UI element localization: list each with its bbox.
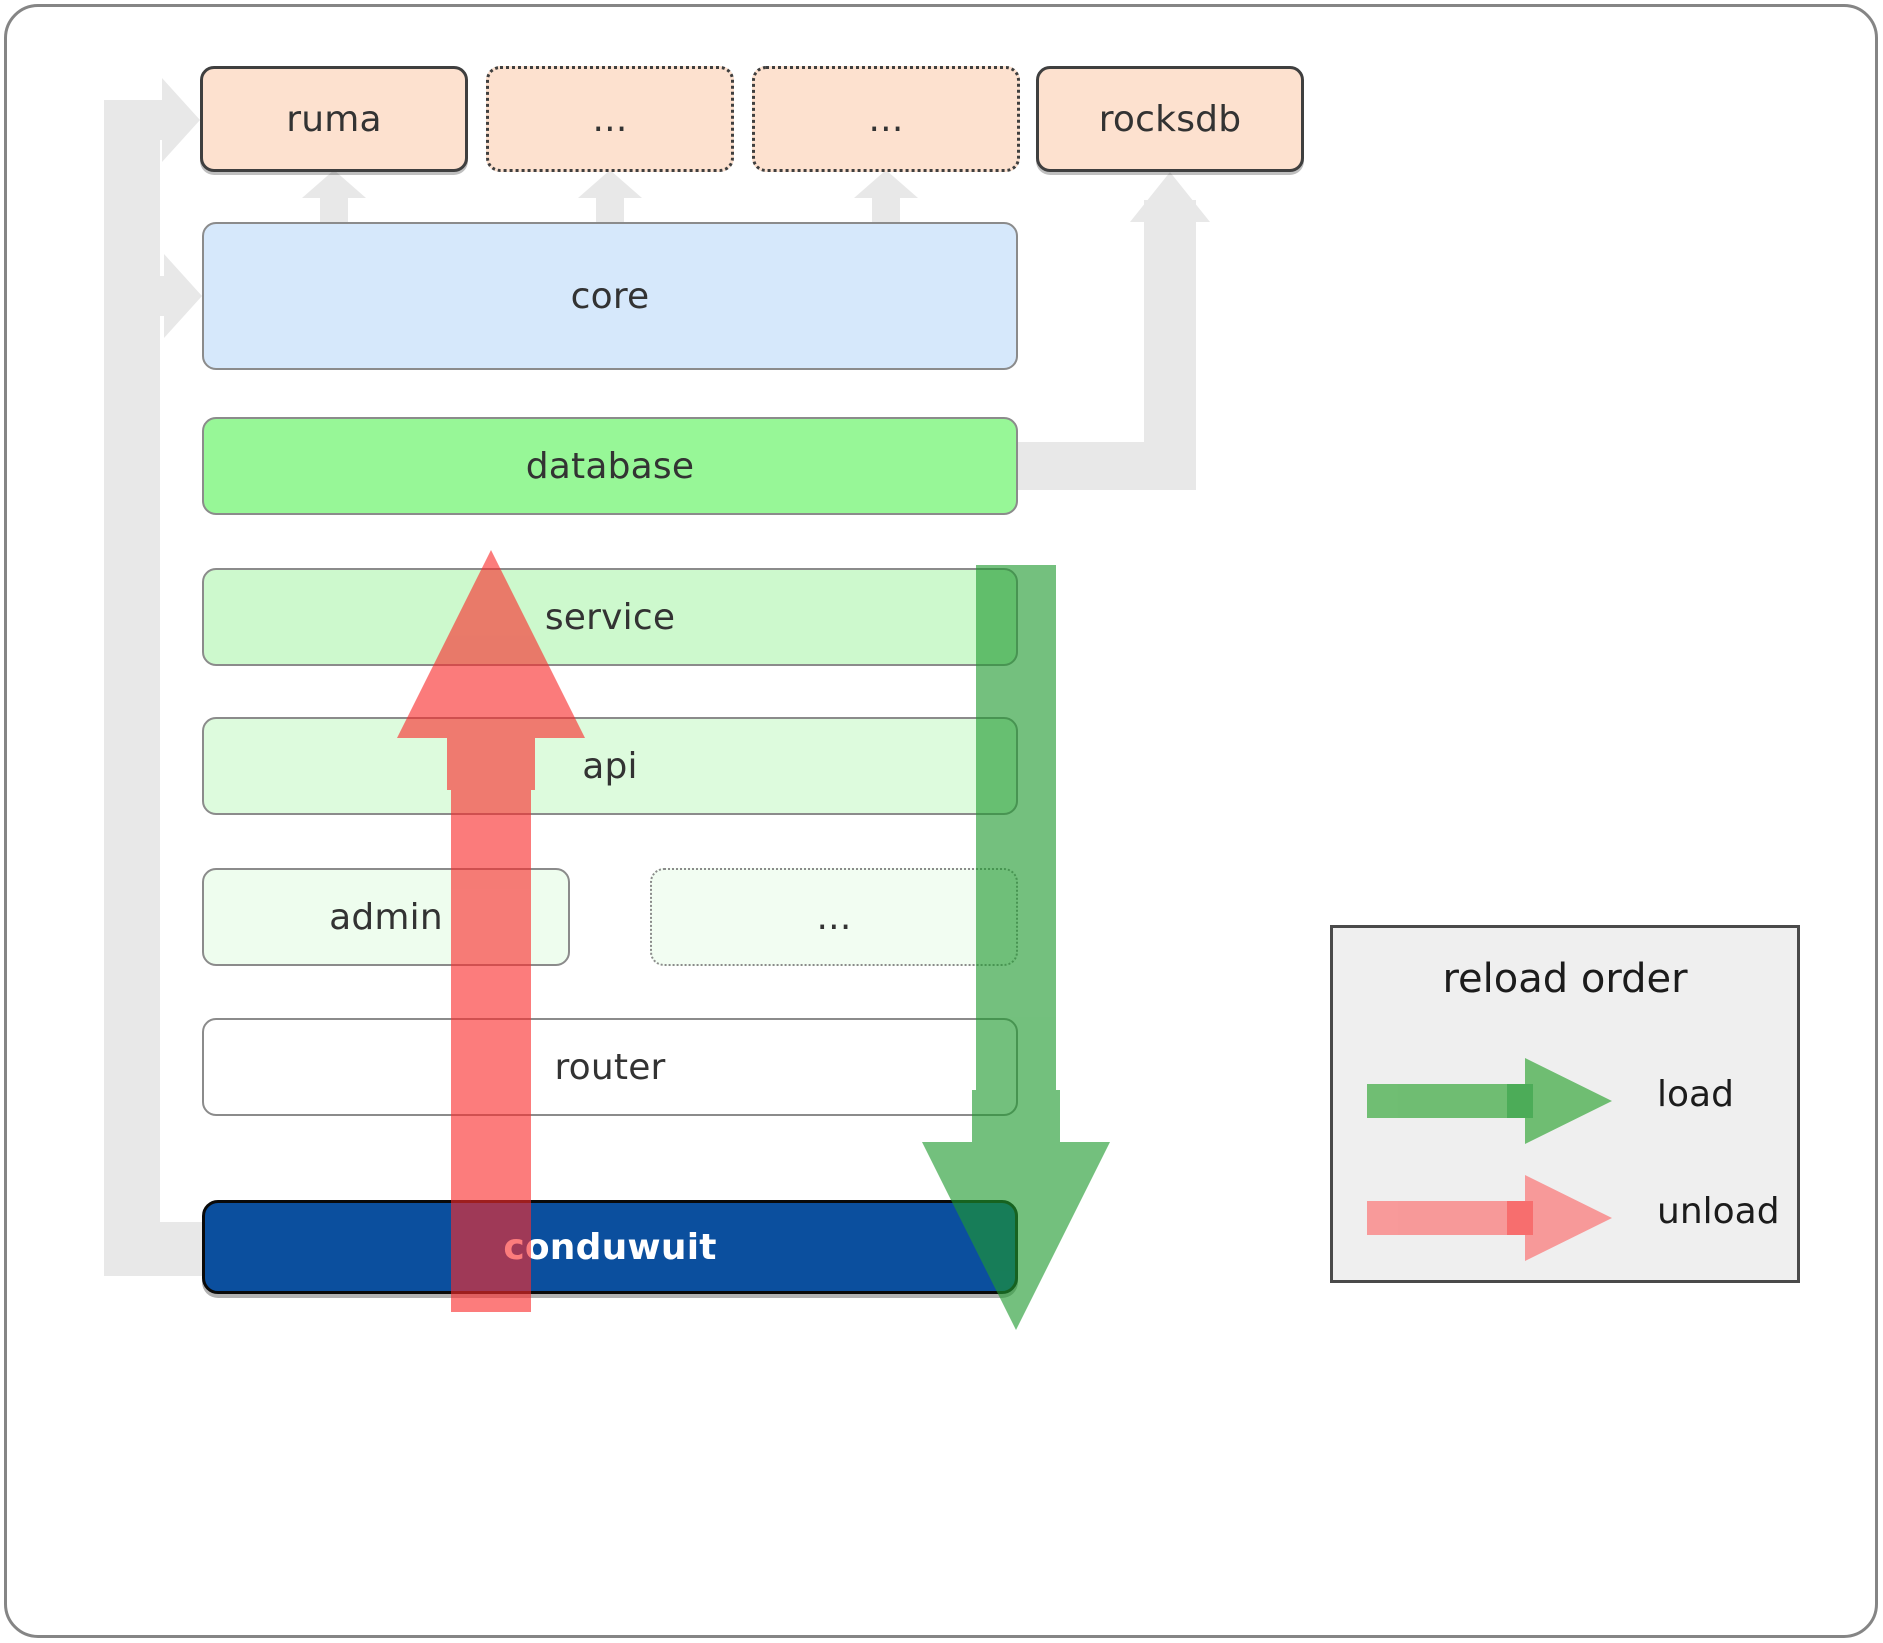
node-api[interactable]: api [202,717,1018,815]
legend-load-label: load [1657,1074,1734,1115]
node-router-label: router [554,1046,666,1088]
legend-unload-arrow-icon [1367,1175,1612,1261]
legend-reload-order: reload order load unload [1330,925,1800,1283]
legend-load-arrow-icon [1367,1058,1612,1144]
node-layer-ellipsis[interactable]: ... [650,868,1018,966]
node-conduwuit-label: conduwuit [503,1226,717,1268]
node-rocksdb[interactable]: rocksdb [1036,66,1304,172]
node-dep-ellipsis-2[interactable]: ... [752,66,1020,172]
node-dep-ellipsis-2-label: ... [868,98,904,140]
node-database-label: database [525,445,695,487]
legend-title: reload order [1442,956,1688,1002]
node-router[interactable]: router [202,1018,1018,1116]
node-dep-ellipsis-1-label: ... [592,98,628,140]
node-api-label: api [582,745,638,787]
node-ruma[interactable]: ruma [200,66,468,172]
node-layer-ellipsis-label: ... [816,896,852,938]
node-database[interactable]: database [202,417,1018,515]
node-conduwuit[interactable]: conduwuit [202,1200,1018,1294]
node-dep-ellipsis-1[interactable]: ... [486,66,734,172]
node-service[interactable]: service [202,568,1018,666]
node-service-label: service [544,596,676,638]
node-ruma-label: ruma [286,98,382,140]
node-admin[interactable]: admin [202,868,570,966]
legend-unload-label: unload [1657,1191,1780,1232]
node-rocksdb-label: rocksdb [1098,98,1242,140]
node-core[interactable]: core [202,222,1018,370]
node-admin-label: admin [329,896,443,938]
node-core-label: core [570,275,650,317]
legend-row-unload: unload [1367,1173,1780,1261]
legend-row-load: load [1367,1056,1734,1144]
